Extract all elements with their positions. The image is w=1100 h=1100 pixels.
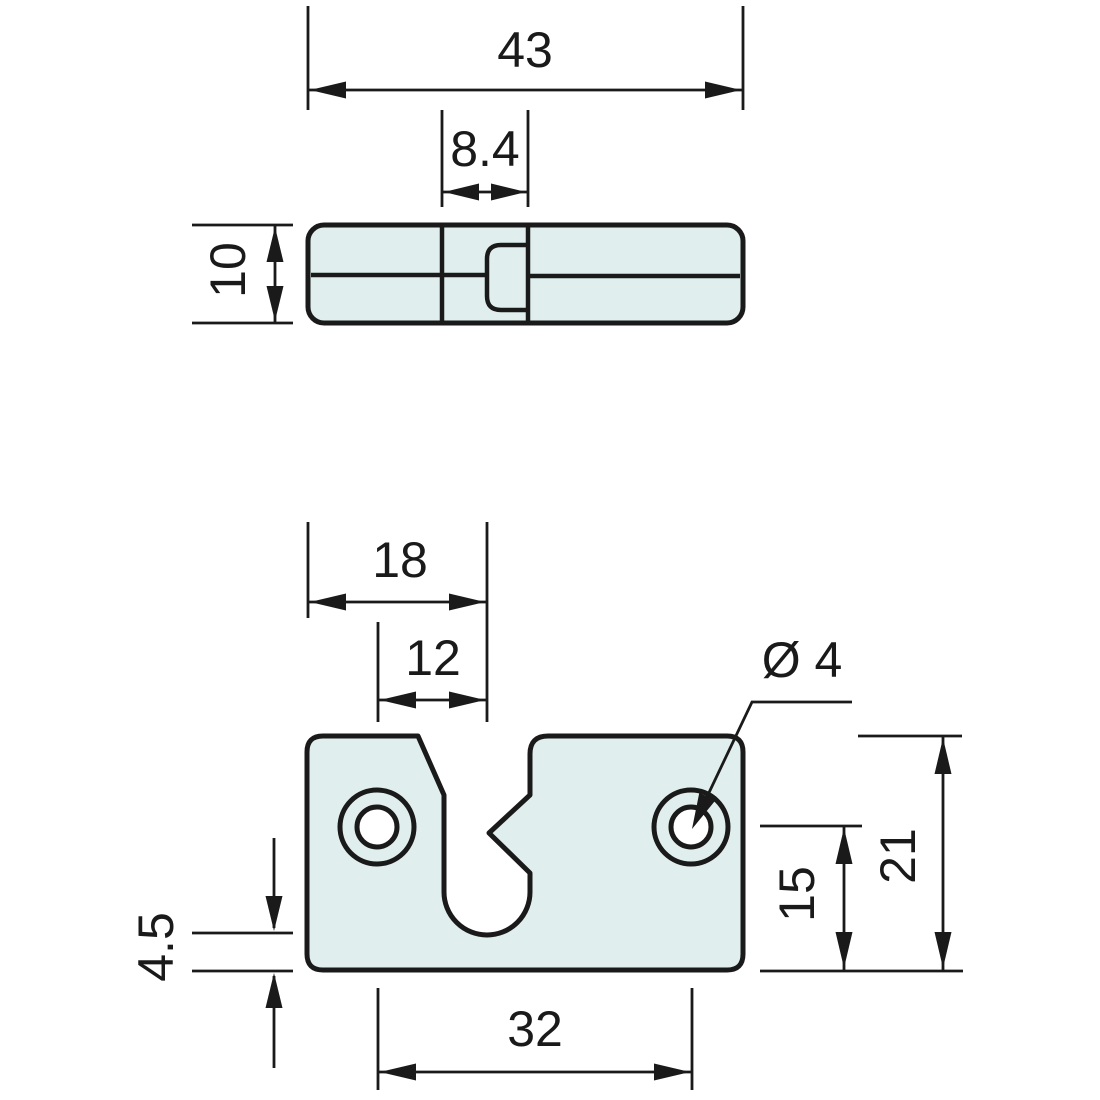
arrowheads xyxy=(310,81,741,99)
dim-edge-to-detent: 18 xyxy=(306,522,489,722)
dim-edge-to-detent-label: 18 xyxy=(372,532,428,588)
arrow-down-icon xyxy=(265,896,283,931)
arrowheads xyxy=(380,691,485,709)
dim-hole-spacing: 32 xyxy=(376,988,694,1090)
arrowheads xyxy=(835,828,853,968)
dim-top-length: 43 xyxy=(306,6,745,110)
arrow-up-icon xyxy=(266,227,284,262)
arrow-down-icon xyxy=(835,932,853,968)
top-view xyxy=(305,222,746,326)
arrow-down-icon xyxy=(934,932,952,968)
bar-outline xyxy=(305,222,746,326)
plate-outline xyxy=(304,733,746,973)
arrow-right-icon xyxy=(449,593,485,611)
dim-hole-spacing-label: 32 xyxy=(507,1001,563,1057)
dim-slot-clearance: 4.5 xyxy=(128,838,293,1068)
dim-thickness: 10 xyxy=(192,223,293,325)
arrowheads xyxy=(692,792,716,829)
arrowheads xyxy=(265,896,283,1008)
dim-hole-to-bottom-label: 15 xyxy=(769,866,825,922)
arrow-right-icon xyxy=(449,691,485,709)
leader-arrow-icon xyxy=(692,792,716,829)
front-view xyxy=(304,733,746,973)
dim-slot-width: 8.4 xyxy=(440,110,530,207)
arrowheads xyxy=(444,183,526,201)
arrow-left-icon xyxy=(310,593,346,611)
arrowheads xyxy=(266,227,284,321)
dim-thickness-label: 10 xyxy=(200,242,256,298)
arrow-up-icon xyxy=(934,738,952,774)
arrow-left-icon xyxy=(380,691,416,709)
arrow-left-icon xyxy=(380,1063,416,1081)
slot-pocket-outline xyxy=(484,242,528,313)
dim-hole-to-detent: 12 xyxy=(376,622,487,722)
dim-hole-to-detent-label: 12 xyxy=(405,630,461,686)
dim-plate-height-label: 21 xyxy=(870,828,926,884)
left-hole xyxy=(354,804,400,850)
arrowheads xyxy=(310,593,485,611)
arrowheads xyxy=(380,1063,690,1081)
arrow-right-icon xyxy=(705,81,741,99)
dim-slot-width-label: 8.4 xyxy=(450,121,520,177)
right-hole-counterbore xyxy=(651,787,731,867)
dim-top-length-label: 43 xyxy=(497,22,553,78)
arrowheads xyxy=(934,738,952,968)
arrow-down-icon xyxy=(266,286,284,321)
left-hole-counterbore xyxy=(337,787,417,867)
dim-hole-to-bottom: 15 xyxy=(760,824,963,973)
dim-slot-clearance-label: 4.5 xyxy=(128,912,184,982)
arrow-up-icon xyxy=(835,828,853,864)
arrow-left-icon xyxy=(444,183,479,201)
dim-plate-height: 21 xyxy=(858,734,962,970)
drawing-root: 43 8.4 10 xyxy=(128,6,963,1090)
dim-hole-diameter: Ø 4 xyxy=(692,632,852,829)
arrow-right-icon xyxy=(491,183,526,201)
arrow-right-icon xyxy=(654,1063,690,1081)
arrow-up-icon xyxy=(265,973,283,1008)
dim-hole-diameter-label: Ø 4 xyxy=(762,632,843,688)
arrow-left-icon xyxy=(310,81,346,99)
leader-line xyxy=(694,700,852,821)
